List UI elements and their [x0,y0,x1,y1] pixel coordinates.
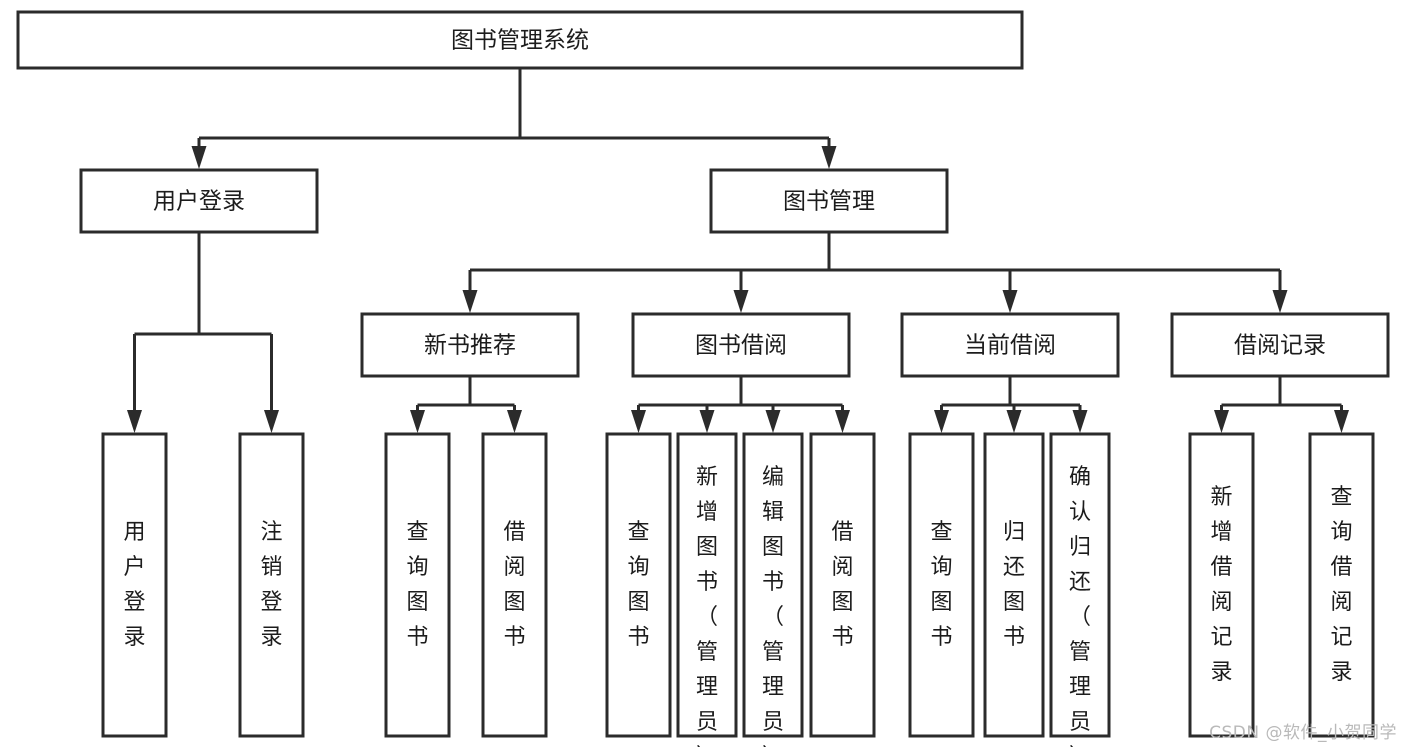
arrow-head-icon [631,410,646,433]
node-box [676,432,738,738]
arrow-head-icon [1334,410,1349,433]
connector-layer [127,68,1349,433]
node-leaf-r-query[interactable]: 查询借阅记录 [1308,432,1375,738]
node-box [360,312,580,378]
node-box [1308,432,1375,738]
arrow-head-icon [1006,410,1022,433]
node-label: 确认归还（管理员） [1069,465,1091,747]
arrow-head-icon [699,410,715,433]
arrow-head-icon [1272,290,1288,313]
node-label: 当前借阅 [964,333,1056,359]
node-l3-record[interactable]: 借阅记录 [1170,312,1390,378]
node-box [900,312,1120,378]
node-label: 图书借阅 [695,333,787,359]
node-root[interactable]: 图书管理系统 [16,10,1024,70]
node-l3-new[interactable]: 新书推荐 [360,312,580,378]
node-box [709,168,949,234]
node-leaf-r-add[interactable]: 新增借阅记录 [1188,432,1255,738]
node-box [742,432,804,738]
node-leaf-c-confirm[interactable]: 确认归还（管理员） [1049,432,1111,747]
csdn-watermark: CSDN @软件_小贺同学 [1209,723,1397,743]
node-leaf-b-edit[interactable]: 编辑图书（管理员） [742,432,804,747]
arrow-head-icon [1214,410,1229,433]
arrow-head-icon [264,410,279,433]
node-label: 注销登录 [260,520,282,650]
node-label: 借阅记录 [1234,333,1326,359]
node-box [238,432,305,738]
node-box [605,432,672,738]
arrow-head-icon [835,410,850,433]
node-label: 编辑图书（管理员） [762,465,784,747]
arrow-head-icon [127,410,142,433]
arrow-head-icon [733,290,749,313]
node-label: 用户登录 [153,189,245,215]
node-leaf-b-borrow[interactable]: 借阅图书 [809,432,876,738]
node-l2-user[interactable]: 用户登录 [79,168,319,234]
node-box [631,312,851,378]
node-layer: 图书管理系统用户登录图书管理新书推荐图书借阅当前借阅借阅记录用户登录注销登录查询… [16,10,1390,747]
arrow-head-icon [1072,410,1088,433]
node-leaf-new-query[interactable]: 查询图书 [384,432,451,738]
arrow-head-icon [462,290,478,313]
node-label: 查询图书 [627,520,649,650]
node-box [79,168,319,234]
node-label: 新增图书（管理员） [696,465,718,747]
node-leaf-user-login[interactable]: 用户登录 [101,432,168,738]
node-box [1049,432,1111,738]
node-leaf-c-return[interactable]: 归还图书 [983,432,1045,738]
node-l3-current[interactable]: 当前借阅 [900,312,1120,378]
node-label: 查询图书 [406,520,428,650]
arrow-head-icon [410,410,425,433]
node-leaf-b-query[interactable]: 查询图书 [605,432,672,738]
arrow-head-icon [507,410,522,433]
arrow-head-icon [1002,290,1018,313]
node-box [384,432,451,738]
node-box [16,10,1024,70]
node-box [101,432,168,738]
node-l3-borrow[interactable]: 图书借阅 [631,312,851,378]
node-box [908,432,975,738]
arrow-head-icon [934,410,949,433]
node-label: 借阅图书 [831,520,853,650]
node-box [983,432,1045,738]
node-label: 新书推荐 [424,333,516,359]
node-leaf-b-add[interactable]: 新增图书（管理员） [676,432,738,747]
node-leaf-new-borrow[interactable]: 借阅图书 [481,432,548,738]
node-box [809,432,876,738]
node-label: 图书管理系统 [451,28,589,54]
node-label: 查询图书 [930,520,952,650]
node-leaf-c-query[interactable]: 查询图书 [908,432,975,738]
arrow-head-icon [191,146,207,169]
node-label: 查询借阅记录 [1330,485,1352,685]
arrow-head-icon [765,410,781,433]
node-label: 新增借阅记录 [1210,485,1232,685]
arrow-head-icon [821,146,837,169]
node-leaf-user-logout[interactable]: 注销登录 [238,432,305,738]
node-box [481,432,548,738]
node-label: 借阅图书 [503,520,525,650]
node-l2-book[interactable]: 图书管理 [709,168,949,234]
node-label: 用户登录 [123,520,145,650]
node-label: 图书管理 [783,189,875,215]
node-label: 归还图书 [1003,520,1025,650]
node-box [1170,312,1390,378]
node-box [1188,432,1255,738]
